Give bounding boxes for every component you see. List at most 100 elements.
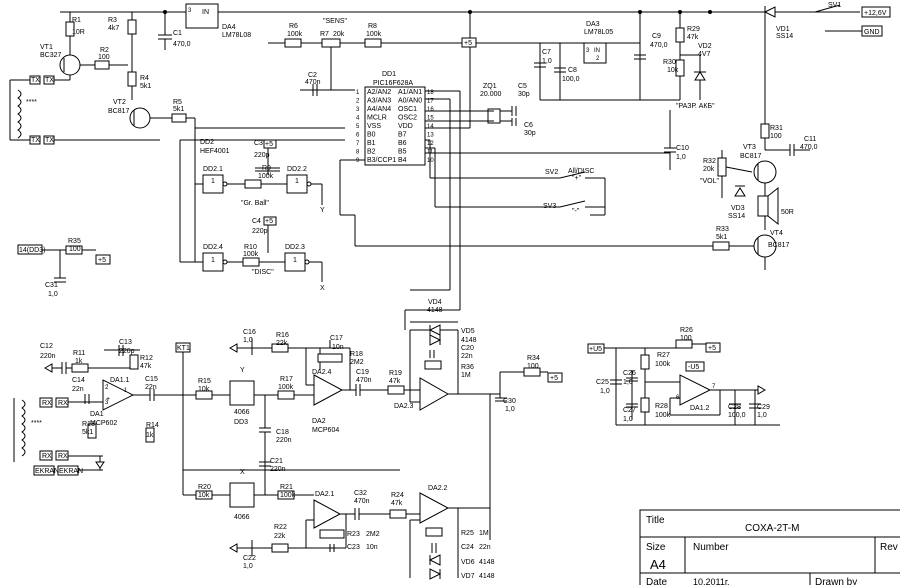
r36-value: 1M: [461, 372, 471, 379]
c15-value: 22n: [145, 384, 157, 391]
c20-label: C20: [461, 345, 474, 352]
r18-value: 2M2: [350, 359, 364, 366]
c6-label: C6: [524, 122, 533, 129]
c25-label: C25: [596, 379, 609, 386]
zq1-value: 20.000: [480, 91, 502, 98]
vd1-type: SS14: [776, 33, 793, 40]
mcu-dd1: DD1 PIC16F628A A2/AN21A3/AN32A4/AN43MCLR…: [356, 71, 434, 166]
c4-label: C4: [252, 218, 261, 225]
c28-value: 100,0: [728, 412, 746, 419]
mcu-left-pin-number: 2: [356, 99, 360, 105]
c7-value: 1,0: [542, 58, 552, 65]
u5-minus: -U5: [688, 364, 699, 371]
vd5-label: VD5: [461, 328, 475, 335]
svg-text:1: 1: [124, 388, 128, 394]
c14-value: 22n: [72, 386, 84, 393]
da1-ref: DA1: [90, 411, 104, 418]
c29-value: 1,0: [757, 412, 767, 419]
r20-label: R20: [198, 484, 211, 491]
vt2-type: BC817: [108, 108, 130, 115]
r23-label: R23: [347, 531, 360, 538]
r4-label: R4: [140, 75, 149, 82]
mcu-right-pin-label: VDD: [398, 123, 413, 130]
mcu-left-pin-number: 1: [356, 90, 360, 96]
sv2-dots: "+": [572, 175, 582, 182]
svg-text:-: -: [106, 382, 109, 389]
tx-label-4: TX: [45, 137, 54, 144]
r21-label: R21: [280, 484, 293, 491]
rev-label: Rev: [880, 542, 898, 553]
c13-label: C13: [119, 339, 132, 346]
p5-label-top: +5: [464, 40, 472, 47]
mcu-left-pin-number: 8: [356, 150, 360, 156]
da3-pin3: 3: [586, 48, 590, 54]
rx-coil: **** RX RX RX RX EKRAN EKRAN: [13, 397, 103, 476]
da2-ref: DA2: [312, 418, 326, 425]
vin-label: +12,6V: [864, 10, 887, 17]
da22-amp: DA2.2 R25 1M C24 22n VD6 4148 VD7 4148: [409, 485, 495, 580]
da1-preamp: C12 220n R11 1k C13 220p R12 47k DA1.1 2…: [40, 339, 196, 496]
mcu-wiring: [339, 47, 670, 330]
size-value: A4: [650, 557, 666, 572]
r3-value: 4k7: [108, 25, 119, 32]
r26-value: 100: [680, 335, 692, 342]
rx-label-2: RX: [58, 400, 68, 407]
r30-value: 10k: [667, 67, 679, 74]
vd7-type: 4148: [479, 573, 495, 580]
c28-label: C28: [728, 404, 741, 411]
da4-label: DA4: [222, 24, 236, 31]
sv1-switch[interactable]: SV1: [814, 2, 860, 13]
sv3-dots: "-": [572, 208, 580, 215]
dd3-switch-x: R20 10k X 4066 C21 220n R21 100k: [183, 458, 400, 521]
c12-label: C12: [40, 343, 53, 350]
r27-value: 100k: [655, 361, 671, 368]
r36-label: R36: [461, 364, 474, 371]
r5-label: R5: [173, 99, 182, 106]
date-label: Date: [646, 577, 668, 585]
da3-type: LM78L05: [584, 29, 613, 36]
rx-coil-dots: ****: [31, 420, 42, 427]
dd1-label: DD1: [382, 71, 396, 78]
dd3-type: 4066: [234, 409, 250, 416]
r18-label: R18: [350, 351, 363, 358]
rx-label-4: RX: [58, 453, 68, 460]
c32-label: C32: [354, 490, 367, 497]
r28-label: R28: [655, 403, 668, 410]
r21-value: 100k: [280, 492, 296, 499]
r28-value: 100k: [655, 412, 671, 419]
sens-potentiometer[interactable]: R6 100k "SENS" R7 20k R8 100k +5: [268, 12, 477, 91]
r1-value: 10R: [72, 29, 85, 36]
sv2-label: SV2: [545, 169, 558, 176]
p5-r34: +5: [550, 375, 558, 382]
vt4-type: BC817: [768, 242, 790, 249]
tx-label-2: TX: [45, 77, 54, 84]
c10-capacitor: C10 1,0: [664, 110, 689, 170]
svg-text:+: +: [106, 396, 110, 403]
p5-r35: +5: [98, 257, 106, 264]
mcu-left-pin-label: VSS: [367, 123, 381, 130]
title-value: COXA-2T-M: [745, 523, 799, 534]
vol-label: "VOL": [700, 178, 719, 185]
c26-label: C26: [623, 370, 636, 377]
r35-label: R35: [68, 238, 81, 245]
c2-label: C2: [308, 72, 317, 79]
r34-value: 100: [527, 363, 539, 370]
c23-label: C23: [347, 544, 360, 551]
c25-value: 1,0: [600, 388, 610, 395]
dd3-switch-y: R15 10k Y DD3 4066 C18 220n R17 100k: [195, 367, 295, 470]
c31-value: 1,0: [48, 291, 58, 298]
mode-switches[interactable]: SV2 All/DISC "+" SV3 "-": [430, 168, 606, 216]
da3-label: DA3: [586, 21, 600, 28]
c22-value: 1,0: [243, 563, 253, 570]
da21-label: DA2.1: [315, 491, 335, 498]
svg-text:2: 2: [105, 385, 109, 391]
y-label-sw: Y: [240, 367, 245, 374]
r3-label: R3: [108, 17, 117, 24]
r14-value: 1k: [146, 432, 154, 439]
vin-terminal: +12,6V GND: [825, 6, 891, 37]
mcu-right-pin-label: OSC1: [398, 106, 417, 113]
r1-label: R1: [72, 17, 81, 24]
vd2-type: 4V7: [698, 51, 711, 58]
dd23-one: 1: [293, 257, 297, 264]
